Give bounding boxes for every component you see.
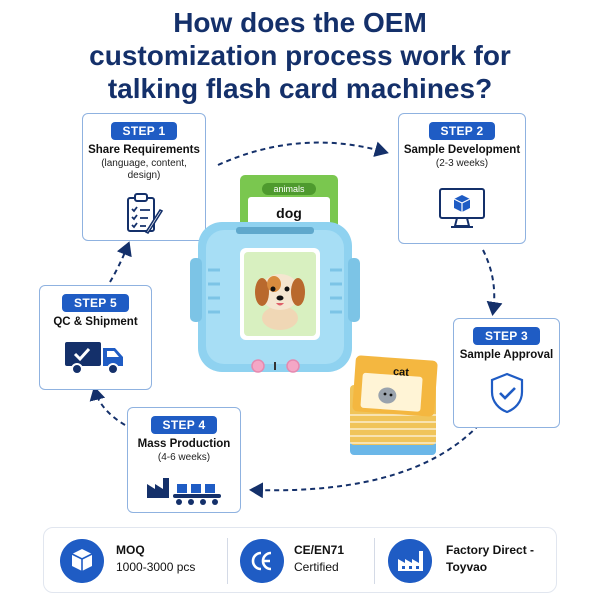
step-4-subtitle: (4-6 weeks) <box>157 452 211 463</box>
feature-factory-value: Toyvao <box>446 560 488 574</box>
step-4-card: STEP 4 Mass Production (4-6 weeks) <box>127 407 241 513</box>
step-5-title: QC & Shipment <box>53 316 138 328</box>
step-1-subtitle: (language, content, design) <box>101 158 187 181</box>
divider <box>374 538 375 584</box>
arrow-step3-to-step4 <box>249 417 486 499</box>
feature-certification: CE/EN71 Certified <box>240 528 370 592</box>
feature-factory: Factory Direct - Toyvao <box>388 528 553 592</box>
card-category-label: animals <box>273 184 305 194</box>
factory-conveyor-icon <box>147 478 221 505</box>
arrow-step5-to-step1 <box>109 241 132 283</box>
step-3-card: STEP 3 Sample Approval <box>453 318 560 428</box>
feature-moq-label: MOQ <box>116 543 145 557</box>
step-4-badge: STEP 4 <box>150 416 218 434</box>
step-5-card: STEP 5 QC & Shipment <box>39 285 152 390</box>
monitor-cube-icon <box>439 188 485 228</box>
step-2-badge: STEP 2 <box>428 122 496 140</box>
clipboard-checklist-icon <box>127 193 164 234</box>
feature-factory-label: Factory Direct - <box>446 543 535 557</box>
step-3-title: Sample Approval <box>459 349 554 361</box>
feature-certification-value: Certified <box>294 560 339 574</box>
step-1-card: STEP 1 Share Requirements (language, con… <box>82 113 206 241</box>
step-1-badge: STEP 1 <box>110 122 178 140</box>
feature-moq-value: 1000-3000 pcs <box>116 560 196 574</box>
dog-illustration <box>255 274 305 330</box>
page-title: How does the OEM customization process w… <box>89 7 511 104</box>
stack-card-word: cat <box>393 366 410 379</box>
step-3-badge: STEP 3 <box>473 327 540 345</box>
arrow-step4-to-step5 <box>89 386 126 426</box>
arrow-step2-to-step3 <box>482 249 503 316</box>
step-4-title: Mass Production <box>137 438 231 450</box>
truck-check-icon <box>64 342 123 375</box>
ce-mark-icon <box>240 539 284 583</box>
flash-card-stack: cat <box>350 355 438 455</box>
step-2-card: STEP 2 Sample Development (2-3 weeks) <box>398 113 526 244</box>
shield-check-icon <box>490 372 523 414</box>
factory-icon <box>388 539 432 583</box>
features-bar: MOQ 1000-3000 pcs CE/EN71 Certified Fact… <box>43 527 557 593</box>
divider <box>227 538 228 584</box>
feature-moq: MOQ 1000-3000 pcs <box>60 528 220 592</box>
card-word: dog <box>276 205 302 221</box>
feature-certification-label: CE/EN71 <box>294 543 345 557</box>
step-1-title: Share Requirements <box>88 144 200 156</box>
cube-icon <box>60 539 104 583</box>
step-2-title: Sample Development <box>403 144 521 156</box>
arrow-step1-to-step2 <box>217 141 389 166</box>
device-body <box>190 222 360 373</box>
step-5-badge: STEP 5 <box>62 294 129 312</box>
step-2-subtitle: (2-3 weeks) <box>435 158 489 169</box>
